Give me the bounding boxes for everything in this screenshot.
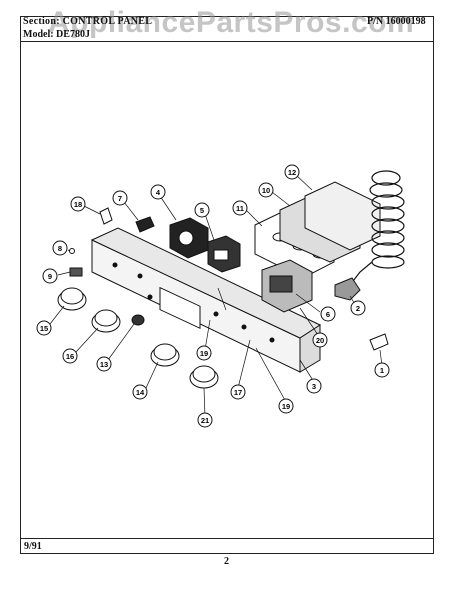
svg-text:11: 11	[236, 204, 244, 213]
switch-7-part	[135, 216, 155, 233]
callout-13: 13	[96, 356, 112, 372]
svg-text:7: 7	[118, 194, 122, 203]
svg-text:20: 20	[316, 336, 324, 345]
callout-17: 17	[230, 384, 246, 400]
callout-19a: 19	[196, 345, 212, 361]
svg-text:15: 15	[40, 324, 48, 333]
svg-text:17: 17	[234, 388, 242, 397]
callout-4: 4	[150, 184, 166, 200]
revision-date: 9/91	[24, 541, 42, 552]
knob-15	[57, 287, 87, 311]
callout-8: 8	[52, 240, 68, 256]
watermark: AppliancePartsPros.com	[48, 6, 415, 39]
svg-text:12: 12	[288, 168, 296, 177]
knob-13	[131, 314, 145, 326]
callout-3: 3	[306, 378, 322, 394]
section-title: Section: CONTROL PANEL	[23, 16, 153, 27]
svg-text:9: 9	[48, 272, 52, 281]
svg-text:3: 3	[312, 382, 316, 391]
page-frame	[20, 16, 434, 554]
callout-6: 6	[320, 306, 336, 322]
callout-1: 1	[374, 362, 390, 378]
callout-20: 20	[312, 332, 328, 348]
callout-12: 12	[284, 164, 300, 180]
svg-text:19: 19	[282, 402, 290, 411]
callout-11: 11	[232, 200, 248, 216]
callout-9: 9	[42, 268, 58, 284]
svg-text:14: 14	[136, 388, 145, 397]
clip-part	[99, 207, 113, 225]
bracket-part	[369, 333, 389, 351]
part-number: P/N 16000198	[367, 16, 426, 27]
svg-text:18: 18	[74, 200, 82, 209]
svg-text:1: 1	[380, 366, 384, 375]
callout-18: 18	[70, 196, 86, 212]
knob-16	[91, 309, 121, 333]
callout-14: 14	[132, 384, 148, 400]
svg-text:10: 10	[262, 186, 270, 195]
callout-15: 15	[36, 320, 52, 336]
page-number: 2	[224, 556, 229, 567]
control-panel-part	[90, 227, 322, 373]
heating-coil-part	[349, 170, 405, 286]
header-divider	[20, 41, 434, 42]
callout-21: 21	[197, 412, 213, 428]
svg-text:21: 21	[201, 416, 209, 425]
thermostat-part	[334, 277, 361, 301]
model-label: Model: DE780J	[23, 29, 90, 40]
svg-text:13: 13	[100, 360, 108, 369]
svg-text:8: 8	[58, 244, 62, 253]
switch-part	[207, 235, 241, 273]
callout-19b: 19	[278, 398, 294, 414]
relay-part	[261, 259, 313, 313]
svg-text:2: 2	[356, 304, 360, 313]
knob-21	[189, 365, 219, 389]
screw-part	[69, 248, 75, 254]
footer-divider	[20, 538, 434, 539]
indicator-part	[69, 267, 83, 277]
callout-2: 2	[350, 300, 366, 316]
knob-14	[150, 343, 180, 367]
callout-group: 18 7 4 5 11 10 12 8 9 15 16 13 14 19 17 …	[36, 164, 390, 428]
timer-part	[169, 217, 209, 259]
callout-16: 16	[62, 348, 78, 364]
svg-text:19: 19	[200, 349, 208, 358]
callout-7: 7	[112, 190, 128, 206]
display-bezel-part	[254, 181, 381, 279]
callout-5: 5	[194, 202, 210, 218]
svg-text:5: 5	[200, 206, 204, 215]
svg-text:6: 6	[326, 310, 330, 319]
callout-10: 10	[258, 182, 274, 198]
svg-text:16: 16	[66, 352, 74, 361]
svg-text:4: 4	[156, 188, 161, 197]
